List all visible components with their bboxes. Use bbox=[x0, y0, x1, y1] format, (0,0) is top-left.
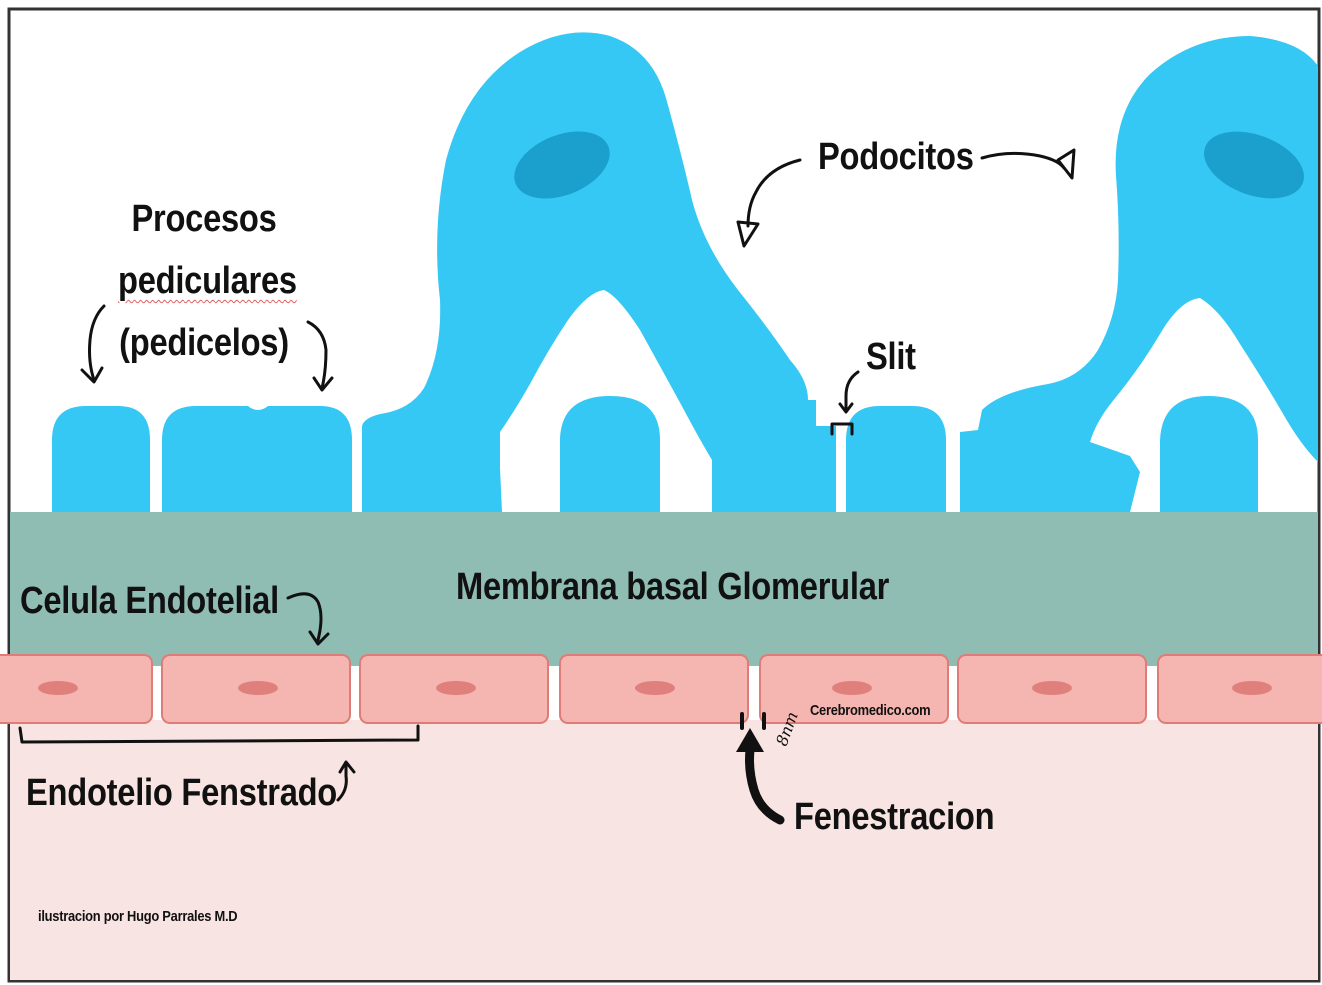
endothelial-nucleus bbox=[38, 681, 78, 695]
endothelial-nucleus bbox=[635, 681, 675, 695]
label-membrana: Membrana basal Glomerular bbox=[456, 566, 889, 609]
foot-process bbox=[162, 406, 352, 512]
foot-process bbox=[560, 396, 660, 512]
label-celula-endotelial: Celula Endotelial bbox=[20, 580, 279, 623]
foot-process bbox=[1160, 396, 1258, 512]
endothelial-nucleus bbox=[832, 681, 872, 695]
label-slit: Slit bbox=[866, 336, 916, 379]
label-fenestracion: Fenestracion bbox=[794, 796, 994, 839]
endothelial-nucleus bbox=[238, 681, 278, 695]
endothelial-nucleus bbox=[436, 681, 476, 695]
label-procesos-line3: (pedicelos) bbox=[118, 322, 290, 365]
label-credit: ilustracion por Hugo Parrales M.D bbox=[38, 908, 237, 925]
label-endotelio-fenestrado: Endotelio Fenstrado bbox=[26, 772, 337, 815]
foot-process bbox=[52, 406, 150, 512]
label-podocitos: Podocitos bbox=[818, 136, 974, 179]
label-website: Cerebromedico.com bbox=[810, 702, 930, 719]
capillary-lumen bbox=[10, 720, 1318, 980]
label-procesos-line1: Procesos bbox=[118, 198, 290, 241]
foot-process bbox=[846, 406, 946, 512]
endothelial-nucleus bbox=[1032, 681, 1072, 695]
endothelial-cells bbox=[0, 655, 1322, 723]
endothelial-nucleus bbox=[1232, 681, 1272, 695]
label-procesos-line2: pediculares bbox=[118, 260, 290, 303]
